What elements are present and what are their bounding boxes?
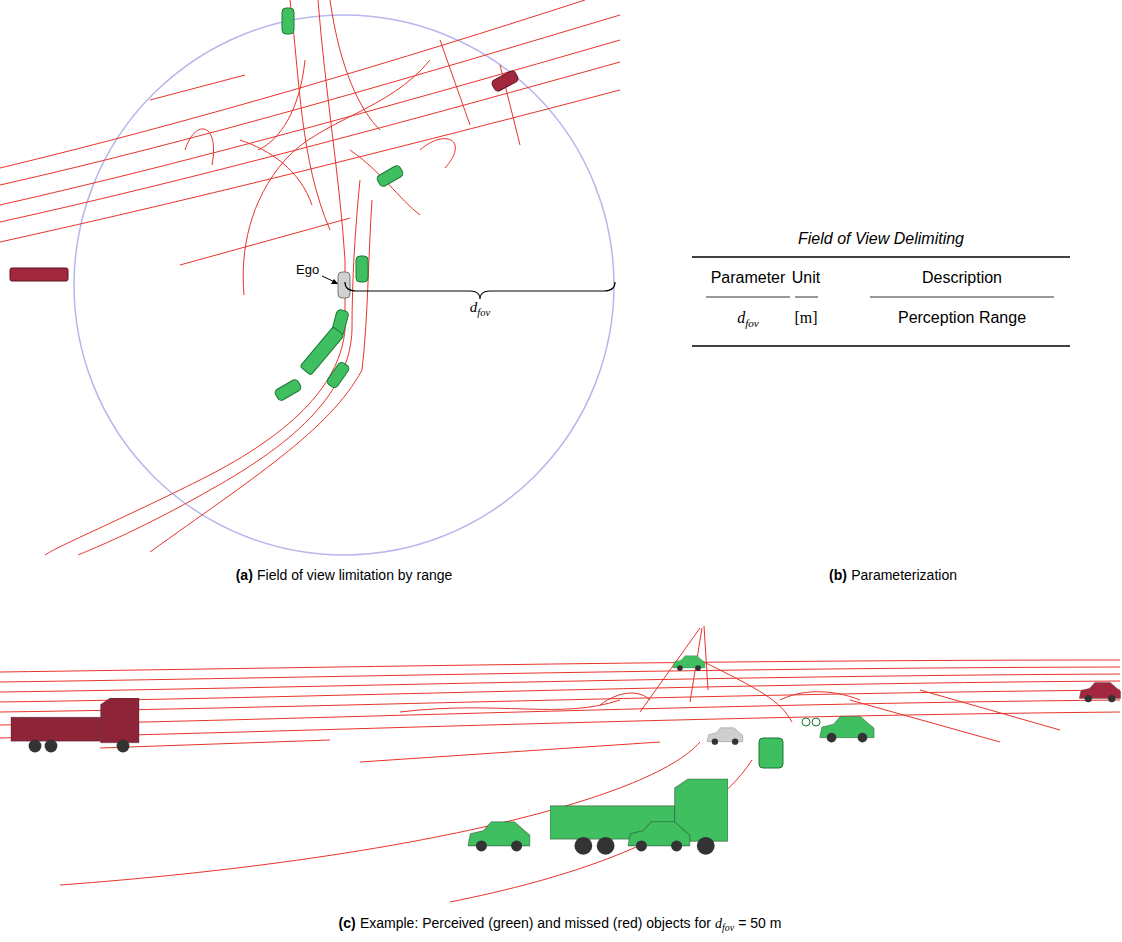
- vehicle-perspective: [11, 656, 1121, 855]
- table-header: Description: [922, 268, 1002, 287]
- lane-lines-perspective-part: [700, 660, 792, 722]
- vehicle-top-view-part: [10, 268, 68, 281]
- table-rules-part: [692, 345, 1070, 347]
- label-text: [m]: [794, 309, 817, 326]
- vehicle-top-view-part: [356, 256, 368, 282]
- lane-lines-perspective-part: [0, 667, 1120, 682]
- vehicle-top-view-part: [338, 272, 350, 298]
- label-text: = 50 m: [738, 915, 781, 931]
- range-symbol: dfov: [470, 298, 490, 319]
- subscript-text: fov: [477, 307, 490, 318]
- lane-lines-part: [350, 150, 420, 215]
- table-rules-part: [870, 297, 1054, 298]
- lane-lines-perspective-part: [0, 712, 1120, 738]
- ego-label: Ego: [296, 262, 319, 278]
- label-text: Ego: [296, 262, 319, 277]
- lane-lines-part: [0, 0, 585, 168]
- subscript-text: fov: [745, 317, 759, 329]
- lane-lines-part: [290, 0, 330, 230]
- lane-lines-part: [330, 0, 380, 130]
- subfigure-caption: (a)Field of view limitation by range: [236, 567, 453, 584]
- vehicle-perspective-part: [759, 738, 783, 768]
- lane-lines-part: [420, 139, 455, 168]
- lane-lines-part: [150, 200, 372, 552]
- label-text: d: [470, 299, 478, 315]
- lane-lines-part: [0, 15, 620, 185]
- vehicle-perspective-part: [550, 779, 728, 855]
- table-header: Parameter: [711, 268, 786, 287]
- lane-lines-part: [45, 0, 345, 555]
- lane-lines: [0, 0, 620, 555]
- table-rules-part: [706, 297, 790, 298]
- lane-lines-perspective-part: [920, 690, 1060, 730]
- table-header: Unit: [792, 268, 820, 287]
- vehicle-perspective-part: [628, 822, 690, 852]
- label-text: (b): [829, 567, 847, 583]
- ego-pointer: [322, 276, 337, 283]
- vehicle-perspective-part: [11, 698, 139, 752]
- lane-lines-part: [150, 75, 245, 100]
- table-cell: [m]: [794, 308, 817, 327]
- lane-lines-part: [240, 140, 312, 205]
- table-rules-part: [692, 256, 1070, 258]
- lane-lines-perspective-part: [0, 700, 1120, 725]
- range-brace: [345, 282, 615, 299]
- lane-lines-part: [258, 60, 305, 150]
- lane-lines-perspective-part: [400, 700, 620, 712]
- label-text: Description: [922, 269, 1002, 286]
- subfigure-caption: (c)Example: Perceived (green) and missed…: [339, 915, 782, 934]
- table-rules-part: [795, 297, 818, 298]
- vehicle-perspective-part: [820, 716, 874, 742]
- label-text: (a): [236, 567, 253, 583]
- table-rules: [692, 257, 1070, 346]
- vehicle-perspective-part: [1079, 682, 1120, 702]
- ego-pointer-head: [331, 279, 338, 284]
- vehicle-perspective-part: [468, 822, 530, 852]
- lane-lines-part: [0, 40, 620, 205]
- lane-lines-part: [243, 60, 430, 295]
- vehicle-top-view: [10, 8, 519, 402]
- vehicle-top-view-part: [491, 70, 520, 93]
- label-text: Unit: [792, 269, 820, 286]
- lane-lines-part: [78, 180, 360, 555]
- lane-lines-perspective-part: [0, 690, 1120, 712]
- table-title: Field of View Delimiting: [798, 229, 964, 248]
- label-text: (c): [339, 915, 356, 931]
- lane-lines-perspective-part: [450, 760, 752, 902]
- label-text: d: [737, 309, 745, 326]
- lane-lines-perspective-part: [704, 626, 708, 690]
- lane-lines-part: [185, 129, 214, 165]
- vehicle-perspective-part: [673, 656, 705, 671]
- label-text: Perception Range: [898, 309, 1026, 326]
- vehicle-perspective-part: [802, 718, 810, 726]
- vehicle-top-view-part: [274, 378, 303, 401]
- lane-lines-part: [440, 40, 470, 125]
- table-cell: dfov: [737, 308, 759, 330]
- label-text: d: [715, 916, 722, 931]
- lane-lines-perspective-part: [0, 660, 1120, 672]
- lane-lines-part: [180, 218, 350, 265]
- lane-lines-perspective-part: [780, 692, 860, 700]
- vehicle-top-view-part: [282, 8, 294, 34]
- vehicle-perspective-part: [812, 718, 820, 726]
- vehicle-perspective-part: [707, 728, 742, 745]
- label-text: Parameter: [711, 269, 786, 286]
- label-text: Field of View Delimiting: [798, 230, 964, 247]
- subfigure-caption: (b)Parameterization: [829, 567, 957, 584]
- label-text: Field of view limitation by range: [257, 567, 452, 583]
- lane-lines-perspective: [0, 626, 1120, 902]
- label-text: Example: Perceived (green) and missed (r…: [360, 915, 711, 931]
- lane-lines-perspective-part: [600, 693, 650, 705]
- lane-lines-perspective-part: [360, 742, 660, 762]
- lane-lines-part: [0, 62, 620, 222]
- label-text: Parameterization: [851, 567, 957, 583]
- table-cell: Perception Range: [898, 308, 1026, 327]
- vehicle-top-view-part: [326, 361, 351, 389]
- vehicle-top-view-part: [376, 164, 405, 187]
- subscript-text: fov: [722, 922, 734, 933]
